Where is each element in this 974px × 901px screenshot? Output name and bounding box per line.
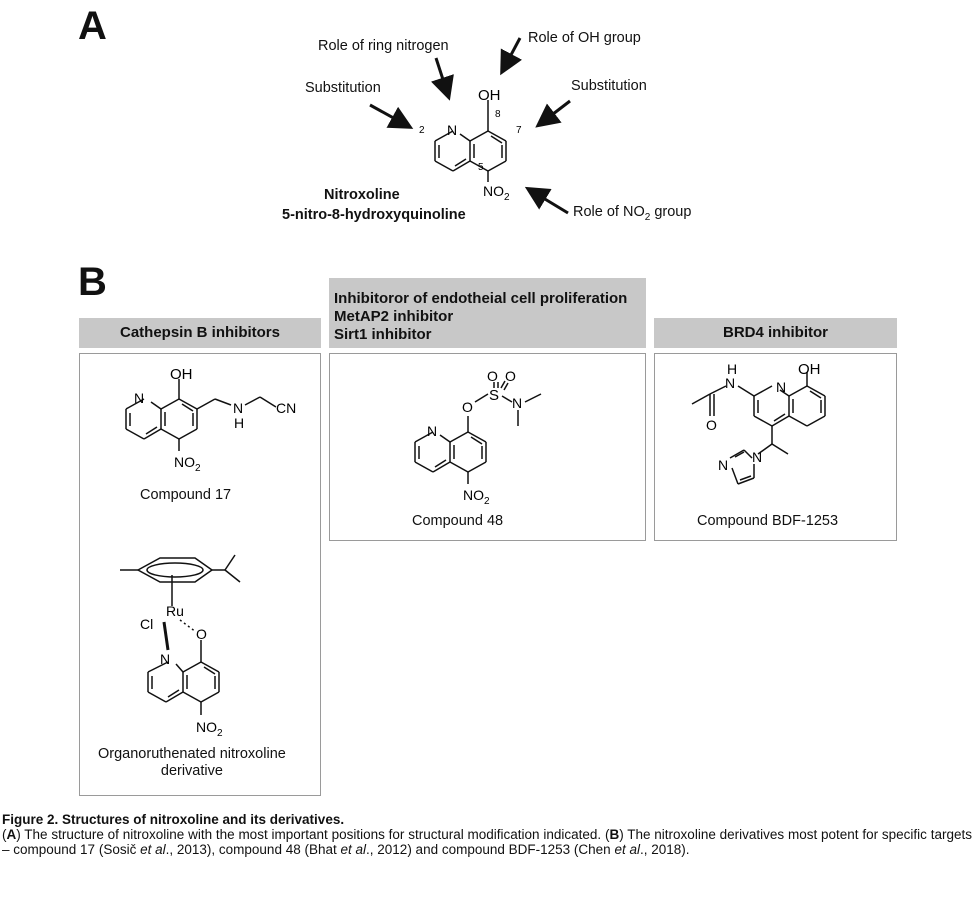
label-role-oh-group: Role of OH group: [528, 30, 641, 46]
svg-text:O: O: [706, 417, 717, 433]
svg-text:Cl: Cl: [140, 616, 153, 632]
compound-name: Nitroxoline: [324, 187, 400, 203]
figure-caption-body: (A) The structure of nitroxoline with th…: [2, 827, 972, 857]
svg-text:N: N: [427, 423, 437, 439]
svg-text:Ru: Ru: [166, 603, 184, 619]
atom-n: N: [447, 122, 457, 138]
svg-text:N: N: [512, 395, 522, 411]
arrow-ring-nitrogen: [431, 57, 454, 101]
svg-text:CN: CN: [276, 400, 296, 416]
panel-a-letter: A: [78, 4, 107, 48]
label-organoruthenated-line2: derivative: [160, 763, 223, 779]
position-2: 2: [419, 125, 425, 136]
header-middle-line3: Sirt1 inhibitor: [334, 326, 432, 343]
svg-text:NO2: NO2: [463, 487, 490, 507]
arrow-substitution-left: [369, 103, 414, 129]
atom-no2: NO2: [483, 183, 510, 203]
label-compound-17: Compound 17: [140, 487, 232, 503]
label-organoruthenated: Organoruthenated nitroxoline derivative: [98, 746, 286, 780]
svg-text:O: O: [487, 368, 498, 384]
compound-bdf-1253-structure: N H O N OH N N: [691, 361, 826, 485]
svg-text:N: N: [233, 400, 243, 416]
arrow-substitution-right: [535, 99, 571, 128]
compound-48-structure: N O S O O N NO2: [414, 368, 542, 507]
arrow-oh-group: [500, 37, 523, 76]
svg-text:O: O: [196, 626, 207, 642]
figure-caption-title: Figure 2. Structures of nitroxoline and …: [2, 812, 345, 827]
svg-text:H: H: [234, 415, 244, 431]
compound-iupac: 5-nitro-8-hydroxyquinoline: [282, 207, 466, 223]
svg-text:N: N: [725, 375, 735, 391]
header-middle-line1: Inhibitoror of endotheial cell prolifera…: [334, 290, 628, 307]
svg-text:OH: OH: [170, 366, 193, 383]
header-middle: Inhibitoror of endotheial cell prolifera…: [329, 278, 646, 348]
svg-text:S: S: [489, 387, 499, 404]
organoruthenated-structure: Ru Cl O N NO2: [120, 554, 241, 739]
arrow-no2-group: [524, 186, 569, 215]
label-compound-bdf-1253: Compound BDF-1253: [697, 513, 839, 529]
position-5: 5: [478, 162, 484, 173]
label-role-ring-nitrogen: Role of ring nitrogen: [318, 38, 449, 54]
label-compound-48: Compound 48: [412, 513, 504, 529]
atom-oh: OH: [478, 87, 501, 104]
svg-text:NO2: NO2: [196, 719, 223, 739]
svg-text:NO2: NO2: [174, 454, 201, 474]
compound-17-structure: N OH N H CN NO2: [125, 366, 296, 474]
nitroxoline-structure: N OH 8 2 7 5 NO2: [369, 37, 571, 215]
svg-text:N: N: [776, 379, 786, 395]
label-role-no2-group: Role of NO2 group: [573, 204, 692, 223]
label-substitution-right: Substitution: [571, 78, 647, 94]
svg-text:N: N: [134, 390, 144, 406]
box-middle: [329, 353, 646, 541]
panel-b-letter: B: [78, 260, 107, 304]
label-substitution-left: Substitution: [305, 80, 381, 96]
svg-text:OH: OH: [798, 361, 821, 378]
svg-text:H: H: [727, 361, 737, 377]
svg-text:O: O: [505, 368, 516, 384]
box-cathepsin: [79, 353, 321, 796]
header-brd4: BRD4 inhibitor: [654, 318, 897, 348]
svg-text:N: N: [752, 449, 762, 465]
svg-text:N: N: [718, 457, 728, 473]
header-cathepsin: Cathepsin B inhibitors: [79, 318, 321, 348]
position-8: 8: [495, 109, 501, 120]
header-middle-line2: MetAP2 inhibitor: [334, 308, 454, 325]
position-7: 7: [516, 125, 522, 136]
svg-text:N: N: [160, 651, 170, 667]
svg-text:O: O: [462, 399, 473, 415]
label-organoruthenated-line1: Organoruthenated nitroxoline: [98, 746, 286, 762]
